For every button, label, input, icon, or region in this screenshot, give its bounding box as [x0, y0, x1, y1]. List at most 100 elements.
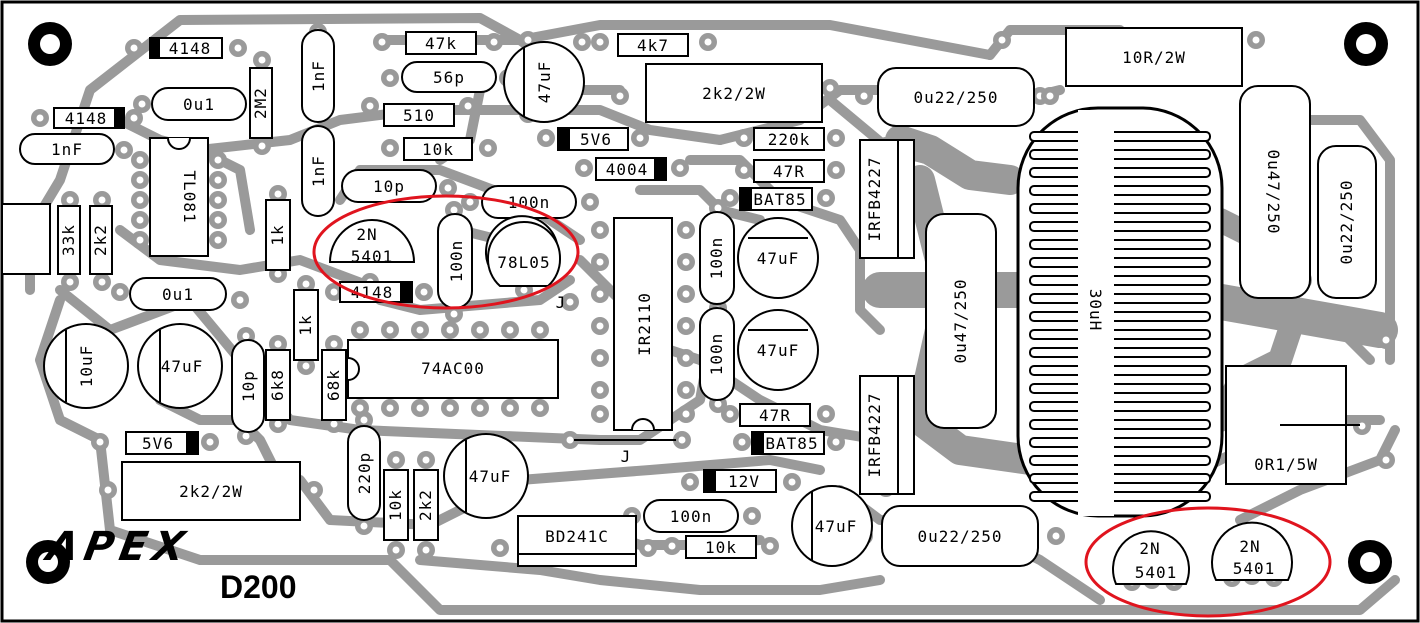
mosfet-irfb4227-top: IRFB4227	[859, 139, 915, 259]
svg-text:10k: 10k	[422, 140, 454, 159]
svg-text:2N: 2N	[356, 225, 377, 244]
res-2k2-left: 2k2	[89, 205, 113, 275]
cap-220p: 220p	[347, 425, 381, 521]
diode-4004: 4004	[595, 157, 667, 181]
svg-text:BAT85: BAT85	[765, 434, 818, 453]
svg-text:0u47/250: 0u47/250	[1264, 149, 1283, 234]
inductor-30uh: 30uH	[1016, 106, 1224, 518]
cap-0u22-250-top: 0u22/250	[877, 67, 1035, 127]
res-10k-top: 10k	[403, 137, 473, 161]
cap-100n-vert: 100n	[437, 213, 473, 309]
svg-text:0u1: 0u1	[162, 285, 194, 304]
svg-text:47uF: 47uF	[757, 341, 800, 360]
cap-47uf-left: 47uF	[137, 323, 223, 409]
svg-text:1nF: 1nF	[309, 155, 328, 187]
silkscreen: 4148 4148 1nF 0u1 2M2 1nF 1nF	[1, 27, 1377, 585]
svg-text:BAT85: BAT85	[753, 190, 806, 209]
cap-0u22-250-bot: 0u22/250	[881, 505, 1039, 567]
res-6k8: 6k8	[265, 349, 291, 421]
svg-text:10k: 10k	[705, 538, 737, 557]
svg-text:4148: 4148	[169, 39, 212, 58]
brand-logo: APEX D200	[41, 523, 297, 605]
svg-text:0u1: 0u1	[183, 95, 215, 114]
svg-text:1nF: 1nF	[309, 60, 328, 92]
svg-text:47R: 47R	[759, 406, 791, 425]
mounting-holes	[26, 22, 1392, 584]
svg-text:0u22/250: 0u22/250	[913, 88, 998, 107]
svg-text:47k: 47k	[425, 34, 457, 53]
res-4k7: 4k7	[617, 33, 689, 57]
jumper-j1: J	[556, 293, 566, 312]
cap-100n-ir-b: 100n	[699, 307, 735, 401]
svg-text:100n: 100n	[447, 240, 466, 283]
svg-text:510: 510	[403, 106, 435, 125]
cap-56p: 56p	[401, 61, 497, 93]
svg-text:47uF: 47uF	[161, 357, 204, 376]
svg-text:2k2/2W: 2k2/2W	[179, 482, 243, 501]
cap-47uf-bot-right: 47uF	[791, 485, 873, 567]
diode-bat85-bot: BAT85	[751, 431, 825, 455]
svg-text:1k: 1k	[296, 314, 315, 335]
svg-text:IRFB4227: IRFB4227	[865, 156, 884, 241]
res-510: 510	[383, 103, 455, 127]
cap-0u47-250-mid: 0u47/250	[925, 213, 997, 429]
svg-text:4148: 4148	[65, 109, 108, 128]
svg-text:2k2: 2k2	[416, 489, 435, 521]
svg-text:10R/2W: 10R/2W	[1122, 48, 1186, 67]
svg-text:220p: 220p	[355, 452, 374, 495]
cap-47uf-top: 47uF	[503, 41, 585, 123]
jumper-line: J	[574, 439, 676, 466]
svg-text:47uF: 47uF	[469, 467, 512, 486]
res-2k2-2w-top: 2k2/2W	[645, 63, 823, 123]
svg-text:100n: 100n	[707, 333, 726, 376]
res-10r-2w: 10R/2W	[1065, 27, 1243, 87]
transistor-2n5401-mid: 2N 5401	[328, 219, 416, 266]
svg-text:4148: 4148	[351, 283, 394, 302]
svg-text:78L05: 78L05	[497, 253, 550, 272]
regulator-78l05: 78L05	[485, 215, 562, 287]
svg-text:5401: 5401	[1233, 559, 1276, 578]
svg-text:220k: 220k	[768, 130, 811, 149]
cap-1nf-b: 1nF	[301, 125, 335, 217]
svg-text:0R1/5W: 0R1/5W	[1254, 455, 1318, 474]
cap-10p-left: 10p	[231, 339, 265, 433]
cap-0u1-top: 0u1	[151, 87, 247, 121]
diode-4148-left: 4148	[53, 107, 125, 129]
res-10k-vert: 10k	[383, 469, 409, 541]
svg-text:IR2110: IR2110	[635, 292, 654, 356]
svg-text:J: J	[621, 447, 632, 466]
svg-text:BD241C: BD241C	[545, 527, 609, 546]
svg-text:47R: 47R	[773, 162, 805, 181]
svg-text:47uF: 47uF	[535, 61, 554, 104]
svg-text:1nF: 1nF	[51, 140, 83, 159]
svg-text:1k: 1k	[268, 224, 287, 245]
svg-text:5401: 5401	[1135, 563, 1178, 582]
highlight-ellipse-mid	[312, 194, 580, 310]
cap-10uf: 10uF	[43, 323, 129, 409]
res-1k-a: 1k	[265, 199, 291, 271]
cap-47uf-bot: 47uF	[443, 433, 529, 519]
svg-text:TL081: TL081	[180, 170, 199, 223]
res-47k: 47k	[405, 31, 477, 55]
res-2k2-2w-bot: 2k2/2W	[121, 461, 301, 521]
zener-5v6-top: 5V6	[557, 127, 629, 151]
cap-1nf-left: 1nF	[19, 133, 115, 165]
connector-left	[1, 203, 51, 275]
svg-text:5V6: 5V6	[580, 130, 612, 149]
res-10k-bot: 10k	[685, 535, 757, 559]
transistor-2n5401-br2: 2N 5401	[1211, 521, 1293, 581]
res-2m2: 2M2	[249, 67, 273, 139]
svg-text:2k2: 2k2	[91, 224, 110, 256]
svg-text:33k: 33k	[59, 224, 78, 256]
res-2k2-vert: 2k2	[413, 469, 439, 541]
svg-text:47uF: 47uF	[815, 517, 858, 536]
svg-text:100n: 100n	[707, 237, 726, 280]
res-47r-bot: 47R	[739, 403, 811, 427]
svg-text:2k2/2W: 2k2/2W	[702, 84, 766, 103]
svg-text:5401: 5401	[351, 247, 394, 266]
cap-0u1-mid: 0u1	[129, 277, 227, 311]
svg-text:10p: 10p	[239, 370, 258, 402]
zener-12v: 12V	[703, 469, 777, 493]
mosfet-irfb4227-bot: IRFB4227	[859, 375, 915, 495]
